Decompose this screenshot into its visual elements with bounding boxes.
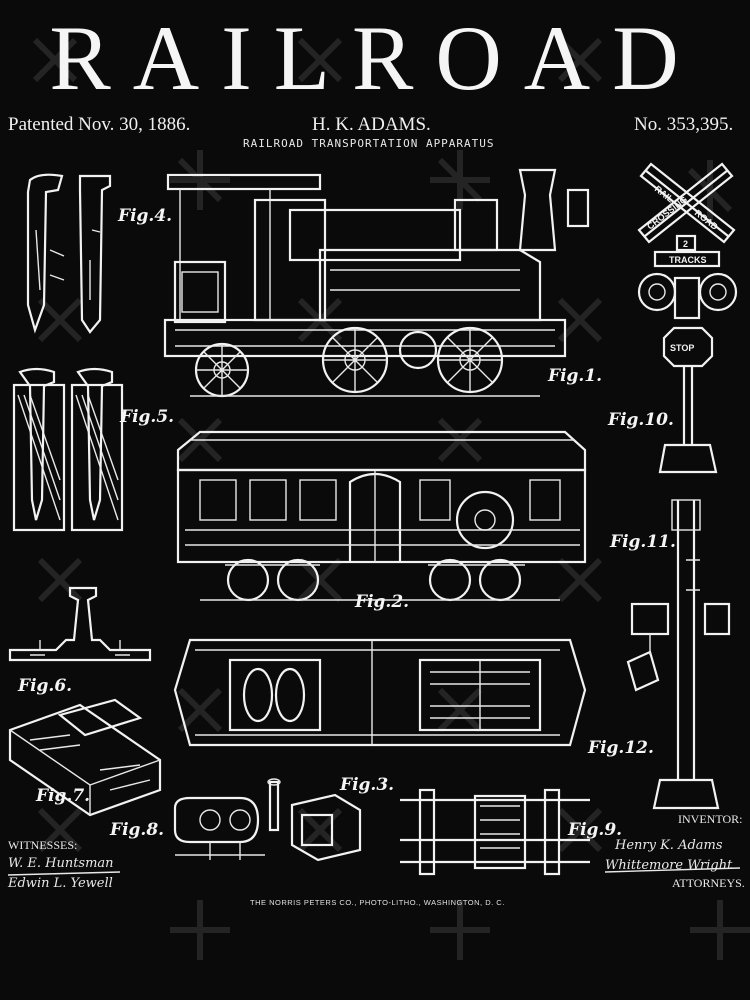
printer-credit: THE NORRIS PETERS CO., PHOTO-LITHO., WAS… <box>250 898 505 907</box>
fig6-label: Fig.6. <box>18 676 73 696</box>
fig11-label: Fig.11. <box>610 532 676 552</box>
fig2-passenger-car <box>176 430 587 602</box>
fig8-coupler <box>173 796 265 860</box>
sign-tracks-number: 2 <box>683 239 688 249</box>
patent-date: Patented Nov. 30, 1886. <box>8 114 191 135</box>
sign-stop-text: STOP <box>670 343 694 353</box>
inventor-label: INVENTOR: <box>678 812 743 826</box>
patent-number: No. 353,395. <box>634 114 734 135</box>
fig3-bolt-bracket <box>267 778 362 862</box>
sign-tracks-label: TRACKS <box>669 255 707 265</box>
inventor-header: H. K. ADAMS. <box>312 114 431 135</box>
inventor-signature: Henry K. Adams <box>615 838 723 853</box>
witness-underline <box>7 871 121 876</box>
fig1-label: Fig.1. <box>548 366 603 386</box>
witness-signature-1: W. E. Huntsman <box>8 856 114 871</box>
fig7-rail-joint <box>8 698 162 817</box>
attorney-signature: Whittemore Wright <box>605 858 733 873</box>
fig8-label: Fig.8. <box>110 820 165 840</box>
fig12-car-plan <box>173 638 587 747</box>
page-title: RAILROAD <box>49 7 701 109</box>
fig4-label: Fig.4. <box>118 206 173 226</box>
fig3-label: Fig.3. <box>340 775 395 795</box>
fig7-label: Fig.7. <box>36 786 91 806</box>
witnesses-label: WITNESSES: <box>8 838 78 852</box>
fig11-signal-mast <box>626 499 731 810</box>
fig9-gear-plan <box>400 788 590 876</box>
attorneys-label: ATTORNEYS. <box>672 876 745 890</box>
fig10-label: Fig.10. <box>608 410 674 430</box>
fig6-rail-section <box>8 586 152 662</box>
attorney-underline <box>604 867 741 873</box>
fig5-spikes-in-tie <box>12 367 124 532</box>
witness-signature-2: Edwin L. Yewell <box>8 876 113 891</box>
fig12-label: Fig.12. <box>588 738 654 758</box>
fig5-label: Fig.5. <box>120 407 175 427</box>
fig2-label: Fig.2. <box>355 592 410 612</box>
patent-subtitle: RAILROAD TRANSPORTATION APPARATUS <box>243 137 495 150</box>
fig4-rail-spikes <box>26 173 112 334</box>
fig1-locomotive <box>163 168 590 398</box>
fig9-label: Fig.9. <box>568 820 623 840</box>
